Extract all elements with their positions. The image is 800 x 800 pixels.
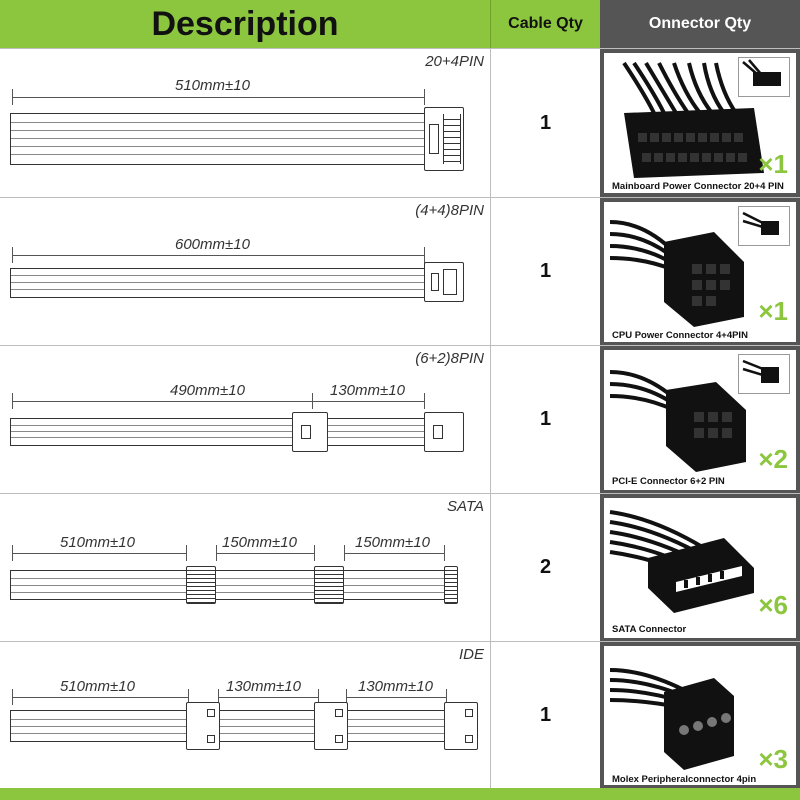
connector-caption: SATA Connector [612,624,687,635]
connector-multiplier: ×1 [758,296,788,326]
table-row-6-2-8pin: (6+2)8PIN 490mm±10 130mm±10 1 [0,345,800,493]
connector-multiplier: ×2 [758,444,788,474]
cable-body [10,570,450,600]
cable-type-label: (6+2)8PIN [415,350,484,367]
cable-body [10,710,454,742]
connector-multiplier: ×6 [758,590,788,620]
dimension-label: 510mm±10 [60,534,135,551]
dimension-line [12,401,424,402]
header-description: Description [0,0,490,48]
table-header: Description Cable Qty Onnector Qty [0,0,800,48]
dimension-label: 510mm±10 [60,678,135,695]
molex-4pin-connector-image [609,668,734,770]
dimension-tick [424,247,425,263]
molex-connector [314,702,348,750]
cable-body [10,418,428,446]
connector-inset-image [738,354,790,394]
cable-qty: 1 [490,49,600,197]
connector-plug [292,412,328,452]
cpu-8pin-connector-image [609,220,744,327]
dimension-label: 150mm±10 [222,534,297,551]
connector-photo: ×1 Mainboard Power Connector 20+4 PIN [604,53,796,193]
footer-bar [0,788,800,800]
connector-photo: ×1 CPU Power Connector 4+4PIN [604,202,796,342]
dimension-line [12,553,186,554]
cable-type-label: (4+4)8PIN [415,202,484,219]
connector-caption: CPU Power Connector 4+4PIN [612,330,748,341]
table-row-ide: IDE 510mm±10 130mm±10 130mm±10 1 [0,641,800,788]
cable-type-label: 20+4PIN [425,53,484,70]
table-row-20-4pin: 20+4PIN 510mm±10 1 [0,48,800,197]
sata-connector [444,566,458,604]
connector-inset-image [738,206,790,246]
dimension-label: 490mm±10 [170,382,245,399]
connector-panel: ×2 PCI-E Connector 6+2 PIN [600,346,800,493]
dimension-line [346,697,446,698]
sata-power-connector-image [609,510,754,613]
dimension-tick [424,393,425,409]
dimension-line [216,553,314,554]
cable-diagram: 20+4PIN 510mm±10 [0,49,490,197]
connector-caption: Mainboard Power Connector 20+4 PIN [612,181,784,192]
cable-diagram: (6+2)8PIN 490mm±10 130mm±10 [0,346,490,493]
dimension-tick [12,393,13,409]
cable-qty: 2 [490,494,600,641]
header-connector-qty: Onnector Qty [600,0,800,48]
dimension-label: 130mm±10 [358,678,433,695]
sata-connector [314,566,344,604]
dimension-tick [12,247,13,263]
connector-multiplier: ×1 [758,149,788,179]
dimension-label: 600mm±10 [175,236,250,253]
connector-panel: ×1 Mainboard Power Connector 20+4 PIN [600,49,800,197]
cable-qty: 1 [490,198,600,345]
cable-diagram: (4+4)8PIN 600mm±10 [0,198,490,345]
cable-qty: 1 [490,346,600,493]
connector-panel: ×6 SATA Connector [600,494,800,641]
dimension-line [218,697,318,698]
table-row-4-4-8pin: (4+4)8PIN 600mm±10 1 [0,197,800,345]
cable-body [10,268,428,298]
cable-type-label: IDE [458,646,484,663]
connector-caption: PCI-E Connector 6+2 PIN [612,476,725,487]
connector-plug [424,262,464,302]
connector-plug [424,412,464,452]
header-cable-qty: Cable Qty [490,0,600,48]
dimension-tick [424,89,425,105]
atx-24pin-connector-image [622,61,764,178]
cable-diagram: SATA 510mm±10 150mm±10 150mm±10 [0,494,490,641]
connector-panel: ×1 CPU Power Connector 4+4PIN [600,198,800,345]
molex-connector [444,702,478,750]
dimension-line [12,255,424,256]
molex-connector [186,702,220,750]
connector-photo: ×2 PCI-E Connector 6+2 PIN [604,350,796,490]
pcie-8pin-connector-image [609,370,746,472]
dimension-label: 150mm±10 [355,534,430,551]
table-row-sata: SATA 510mm±10 150mm±10 150mm±10 2 [0,493,800,641]
dimension-label: 130mm±10 [330,382,405,399]
dimension-label: 130mm±10 [226,678,301,695]
connector-photo: ×6 SATA Connector [604,498,796,638]
connector-plug [424,107,464,171]
cable-type-label: SATA [447,498,484,515]
connector-inset-image [738,57,790,97]
connector-panel: ×3 Molex Peripheralconnector 4pin [600,642,800,788]
dimension-line [12,697,188,698]
cable-diagram: IDE 510mm±10 130mm±10 130mm±10 [0,642,490,788]
connector-photo: ×3 Molex Peripheralconnector 4pin [604,646,796,785]
sata-connector [186,566,216,604]
dimension-label: 510mm±10 [175,77,250,94]
dimension-tick [312,393,313,409]
connector-caption: Molex Peripheralconnector 4pin [612,774,757,785]
dimension-tick [12,89,13,105]
dimension-line [344,553,444,554]
connector-multiplier: ×3 [758,744,788,774]
cable-qty: 1 [490,642,600,788]
cable-body [10,113,428,165]
dimension-line [12,97,424,98]
